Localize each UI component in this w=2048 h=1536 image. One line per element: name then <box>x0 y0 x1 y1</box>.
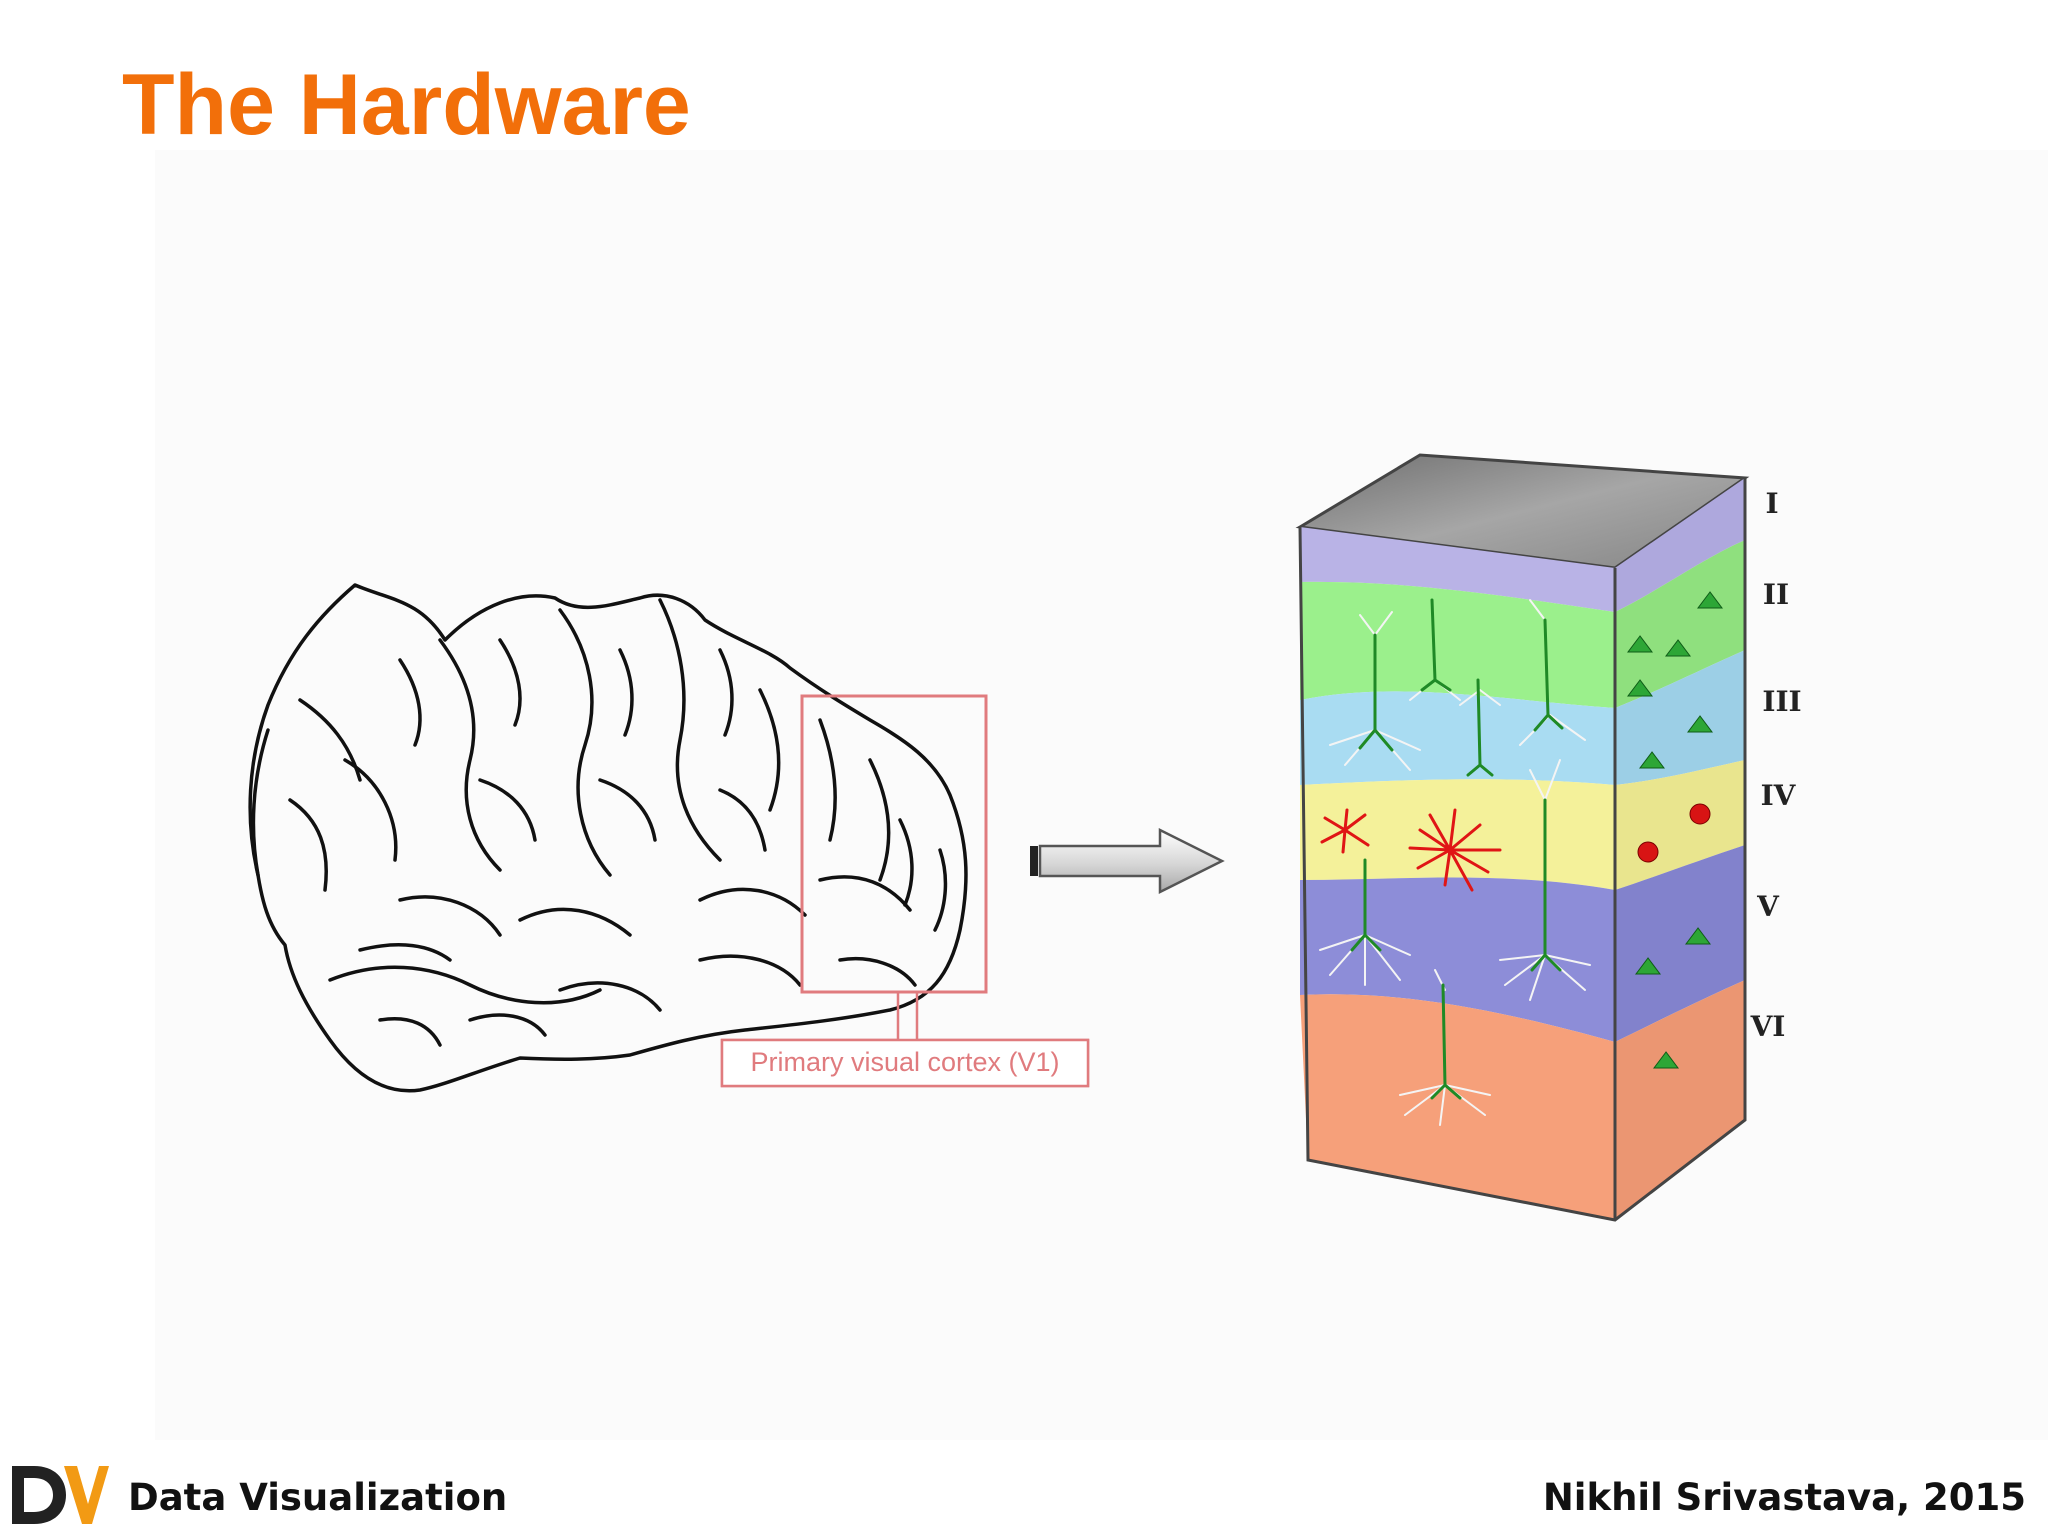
side-layer-5 <box>1615 845 1745 1042</box>
layer-label-3: III <box>1762 685 1801 718</box>
side-layer-6 <box>1615 980 1745 1220</box>
side-cell-bodies <box>1627 591 1723 1069</box>
front-layer-3 <box>1300 691 1615 785</box>
v1-label-box <box>720 1038 1090 1088</box>
side-layer-3 <box>1615 650 1745 785</box>
v1-label: Primary visual cortex (V1) <box>750 1047 1059 1077</box>
front-layer-6 <box>1300 994 1615 1220</box>
cortical-column <box>1295 453 1750 1222</box>
footer-left-text: Data Visualization <box>128 1476 508 1519</box>
footer-right-text: Nikhil Srivastava, 2015 <box>1542 1476 2026 1519</box>
stellate-neurons <box>1320 808 1502 892</box>
v1-region-box <box>800 694 988 994</box>
side-layer-1 <box>1615 478 1745 612</box>
layer-label-4: IV <box>1761 779 1797 812</box>
front-layer-4 <box>1300 779 1615 890</box>
front-layer-1 <box>1300 527 1615 612</box>
layer-label-1: I <box>1765 487 1778 520</box>
right-arrow <box>1030 827 1225 895</box>
brain-illustration <box>248 583 968 1093</box>
layer-labels: I II III IV V VI <box>1750 487 1802 1043</box>
dv-logo <box>12 1466 109 1524</box>
side-layer-2 <box>1615 540 1745 708</box>
layer-label-5: V <box>1756 890 1780 923</box>
layer-label-6: VI <box>1750 1010 1786 1043</box>
layer-label-2: II <box>1763 578 1789 611</box>
pyramidal-neurons <box>1319 598 1591 1126</box>
front-layer-5 <box>1300 877 1615 1042</box>
slide-title: The Hardware <box>122 57 691 153</box>
v1-region-callout: Primary visual cortex (V1) <box>720 694 1090 1088</box>
brain-outline <box>248 583 968 1093</box>
front-layer-2 <box>1300 581 1615 708</box>
